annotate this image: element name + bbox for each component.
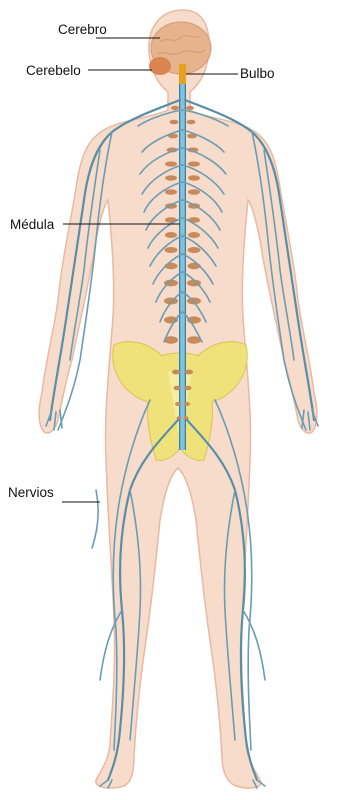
label-bulbo-text: Bulbo [240, 66, 275, 81]
label-cerebelo: Cerebelo [26, 63, 152, 78]
label-medula-text: Médula [10, 217, 55, 232]
label-cerebelo-text: Cerebelo [26, 63, 81, 78]
cerebellum [149, 57, 171, 75]
brainstem [179, 64, 186, 84]
label-nervios-text: Nervios [8, 485, 54, 500]
label-nervios: Nervios [8, 485, 100, 502]
label-cerebro-text: Cerebro [58, 22, 107, 37]
label-cerebro: Cerebro [58, 22, 160, 38]
